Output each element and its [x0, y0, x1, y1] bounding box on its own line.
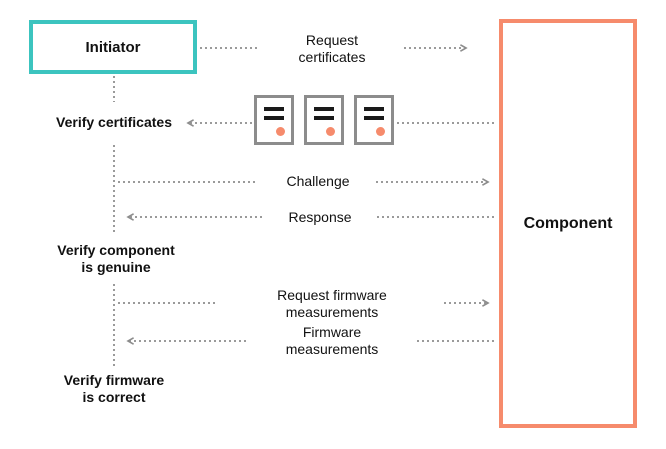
request-firmware-label-line2: measurements [285, 304, 379, 320]
request-certificates-label-line1: Request [305, 32, 359, 48]
certificate-icon [304, 95, 344, 145]
initiator-box: Initiator [29, 20, 197, 74]
verify-component-step-line2: is genuine [81, 259, 151, 275]
verify-firmware-step: Verify firmware is correct [44, 372, 184, 406]
verify-certificates-step: Verify certificates [56, 114, 172, 130]
request-certificates-label: Request certificates [272, 32, 392, 66]
verify-firmware-step-line2: is correct [82, 389, 146, 405]
firmware-measurements-label-line2: measurements [285, 341, 379, 357]
request-certificates-label-line2: certificates [298, 49, 366, 65]
firmware-measurements-label-line1: Firmware [302, 324, 362, 340]
firmware-measurements-label: Firmware measurements [252, 324, 412, 358]
response-label: Response [288, 209, 352, 225]
component-label: Component [523, 214, 613, 232]
verify-component-step: Verify component is genuine [34, 242, 198, 276]
request-firmware-label-line1: Request firmware [277, 287, 387, 303]
initiator-label: Initiator [85, 38, 141, 56]
component-box: Component [499, 19, 637, 428]
certificate-icon [254, 95, 294, 145]
certificate-icon [354, 95, 394, 145]
verify-firmware-step-line1: Verify firmware [63, 372, 165, 388]
challenge-label: Challenge [286, 173, 350, 189]
verify-component-step-line1: Verify component [57, 242, 175, 258]
request-firmware-label: Request firmware measurements [232, 287, 432, 321]
